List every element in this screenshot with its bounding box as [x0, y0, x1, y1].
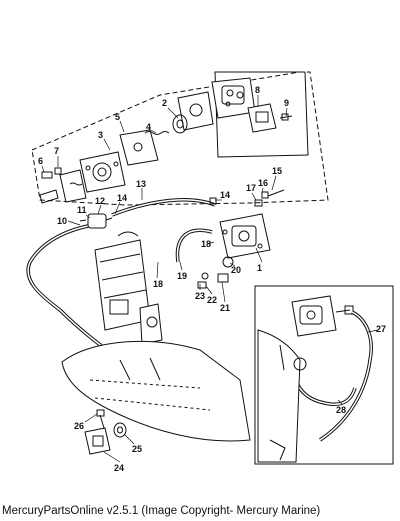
fitting-parts-6-7: [39, 167, 62, 204]
fitting-parts-14-17: [209, 189, 285, 207]
gasket-part: [177, 91, 214, 131]
callout-25: 25: [132, 444, 142, 454]
plate-part: [119, 129, 159, 166]
callout-20: 20: [231, 265, 241, 275]
callout-9: 9: [284, 98, 289, 108]
fuel-hose-19-inner: [176, 229, 213, 263]
callout-3: 3: [98, 130, 103, 140]
fuel-hose-13-inner: [111, 199, 216, 216]
fuel-connector-part: [84, 427, 111, 455]
callout-15: 15: [272, 166, 282, 176]
callout-7: 7: [54, 146, 59, 156]
inset-box-8-9: [214, 71, 309, 158]
grommet-part: [113, 422, 127, 438]
callout-4: 4: [146, 122, 151, 132]
engine-block: [94, 231, 163, 345]
callout-27: 27: [376, 324, 386, 334]
callout-14b: 14: [220, 190, 230, 200]
callout-2: 2: [162, 98, 167, 108]
callout-17: 17: [246, 183, 256, 193]
callout-19: 19: [177, 271, 187, 281]
check-valve-part: [247, 103, 277, 133]
fuel-system-exploded-diagram: 1 2 3 4 5 6 7 8 9 10 11 12 13 14 14 15 1…: [26, 71, 394, 473]
callout-24: 24: [114, 463, 124, 473]
callout-18a: 18: [153, 279, 163, 289]
callout-11: 11: [77, 205, 87, 215]
callout-12: 12: [95, 196, 105, 206]
diaphragm-part: [172, 114, 188, 134]
fuel-line-left: [26, 224, 89, 312]
fuel-pump-assembly: [219, 213, 271, 259]
callout-18b: 18: [201, 239, 211, 249]
lower-engine-casing: [61, 340, 251, 442]
callout-14a: 14: [117, 193, 127, 203]
callout-6: 6: [38, 156, 43, 166]
inset-engine-casing: [257, 329, 307, 463]
fuel-filter-part: [79, 213, 113, 229]
inset-hose-27-inner: [319, 311, 372, 441]
callout-26: 26: [74, 421, 84, 431]
callout-22: 22: [207, 295, 217, 305]
callout-10: 10: [57, 216, 67, 226]
callout-21: 21: [220, 303, 230, 313]
callout-23: 23: [195, 291, 205, 301]
image-caption: MercuryPartsOnline v2.5.1 (Image Copyrig…: [0, 502, 400, 521]
pump-body-part: [59, 151, 126, 203]
callout-16: 16: [258, 178, 268, 188]
inset-fuel-pump: [291, 295, 354, 337]
callout-5: 5: [115, 112, 120, 122]
callout-28: 28: [336, 405, 346, 415]
caption-text: MercuryPartsOnline v2.5.1 (Image Copyrig…: [2, 505, 321, 517]
screw-part-26: [96, 409, 105, 429]
callout-8: 8: [255, 85, 260, 95]
spring-part: [144, 131, 170, 135]
fuel-hose-13: [111, 198, 216, 217]
callout-13: 13: [136, 179, 146, 189]
fuel-line-left-inner: [27, 225, 89, 311]
screw-part: [279, 113, 293, 121]
callout-1: 1: [257, 263, 262, 273]
fitting-parts-20-23: [197, 256, 234, 289]
